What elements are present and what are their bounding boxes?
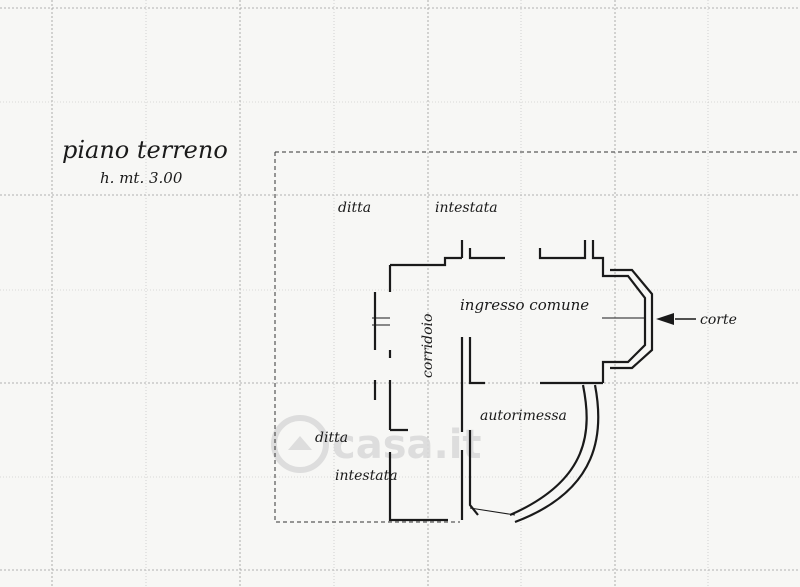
plan-title: piano terreno bbox=[62, 136, 228, 164]
unit-walls bbox=[372, 240, 654, 524]
house-logo-icon bbox=[271, 415, 329, 473]
watermark: casa.it bbox=[271, 415, 482, 473]
label-intestata-bottom: intestata bbox=[335, 468, 398, 484]
arrow-left-icon bbox=[656, 313, 696, 325]
label-corridoio: corridoio bbox=[420, 314, 436, 378]
height-note: h. mt. 3.00 bbox=[100, 169, 183, 187]
label-corte: corte bbox=[700, 312, 737, 328]
label-intestata-top: intestata bbox=[435, 200, 498, 216]
label-ditta-bottom: ditta bbox=[315, 430, 348, 446]
label-ditta-top: ditta bbox=[338, 200, 371, 216]
property-boundary bbox=[274, 151, 800, 523]
label-ingresso-comune: ingresso comune bbox=[460, 296, 589, 314]
label-autorimessa: autorimessa bbox=[480, 408, 567, 424]
